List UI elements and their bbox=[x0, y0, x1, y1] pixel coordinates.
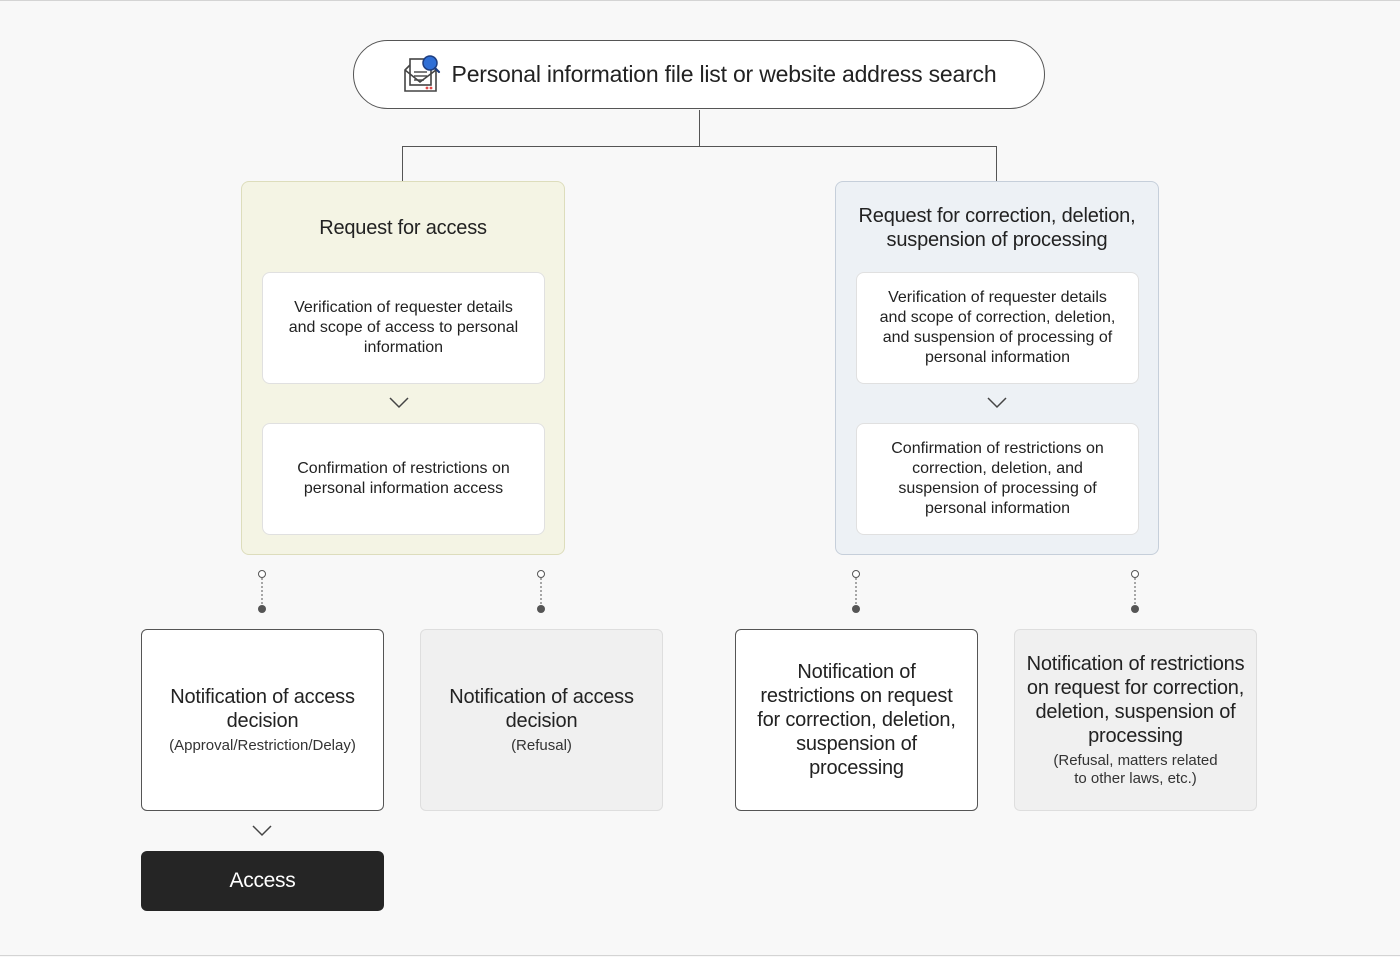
dotted-connector-3 bbox=[852, 570, 860, 613]
top-border bbox=[0, 0, 1400, 1]
correction-title-line1: Request for correction, deletion, bbox=[858, 205, 1136, 227]
chevron-down-icon bbox=[987, 397, 1007, 409]
correction-refusal-notice: Notification of restrictions on request … bbox=[1014, 629, 1257, 811]
access-decision-title: Notification of access decision bbox=[170, 686, 355, 732]
correction-refusal-note-line2: to other laws, etc.) bbox=[1074, 770, 1197, 787]
access-refusal-title: Notification of access decision bbox=[449, 686, 634, 732]
correction-restriction-text: Confirmation of restrictions on correcti… bbox=[891, 440, 1104, 517]
chevron-down-icon bbox=[252, 825, 272, 837]
access-verification-text: Verification of requester details and sc… bbox=[288, 299, 519, 356]
access-panel-title: Request for access bbox=[319, 217, 487, 239]
document-search-icon bbox=[403, 54, 440, 92]
access-refusal-note: (Refusal) bbox=[511, 737, 572, 754]
access-verification-step: Verification of requester details and sc… bbox=[262, 272, 545, 384]
access-restriction-step: Confirmation of restrictions on personal… bbox=[262, 423, 545, 535]
access-decision-notice: Notification of access decision (Approva… bbox=[141, 629, 384, 811]
chevron-down-icon bbox=[389, 397, 409, 409]
dotted-connector-2 bbox=[537, 570, 545, 613]
correction-restriction-step: Confirmation of restrictions on correcti… bbox=[856, 423, 1139, 535]
access-restriction-text: Confirmation of restrictions on personal… bbox=[297, 460, 510, 497]
correction-verification-step: Verification of requester details and sc… bbox=[856, 272, 1139, 384]
correction-panel-title: Request for correction, deletion, suspen… bbox=[836, 204, 1158, 252]
correction-refusal-note: (Refusal, matters related to other laws,… bbox=[1053, 752, 1217, 788]
search-title: Personal information file list or websit… bbox=[451, 61, 997, 87]
access-decision-note: (Approval/Restriction/Delay) bbox=[169, 737, 356, 754]
dotted-connector-1 bbox=[258, 570, 266, 613]
bottom-border bbox=[0, 955, 1400, 956]
connector-horizontal bbox=[402, 146, 997, 147]
correction-refusal-note-line1: (Refusal, matters related bbox=[1053, 752, 1218, 769]
connector-left-drop bbox=[402, 146, 403, 181]
connector-right-drop bbox=[996, 146, 997, 181]
correction-refusal-title: Notification of restrictions on request … bbox=[1026, 653, 1245, 747]
correction-restriction-title: Notification of restrictions on request … bbox=[757, 661, 956, 779]
access-label: Access bbox=[229, 869, 296, 892]
correction-verification-text: Verification of requester details and sc… bbox=[879, 289, 1116, 366]
access-request-panel: Request for access Verification of reque… bbox=[241, 181, 565, 555]
search-start-node: Personal information file list or websit… bbox=[353, 40, 1045, 109]
dotted-connector-4 bbox=[1131, 570, 1139, 613]
correction-restriction-notice: Notification of restrictions on request … bbox=[735, 629, 978, 811]
connector-trunk bbox=[699, 110, 700, 146]
correction-title-line2: suspension of processing bbox=[886, 229, 1108, 251]
access-final-node: Access bbox=[141, 851, 384, 911]
correction-request-panel: Request for correction, deletion, suspen… bbox=[835, 181, 1159, 555]
access-refusal-notice: Notification of access decision (Refusal… bbox=[420, 629, 663, 811]
